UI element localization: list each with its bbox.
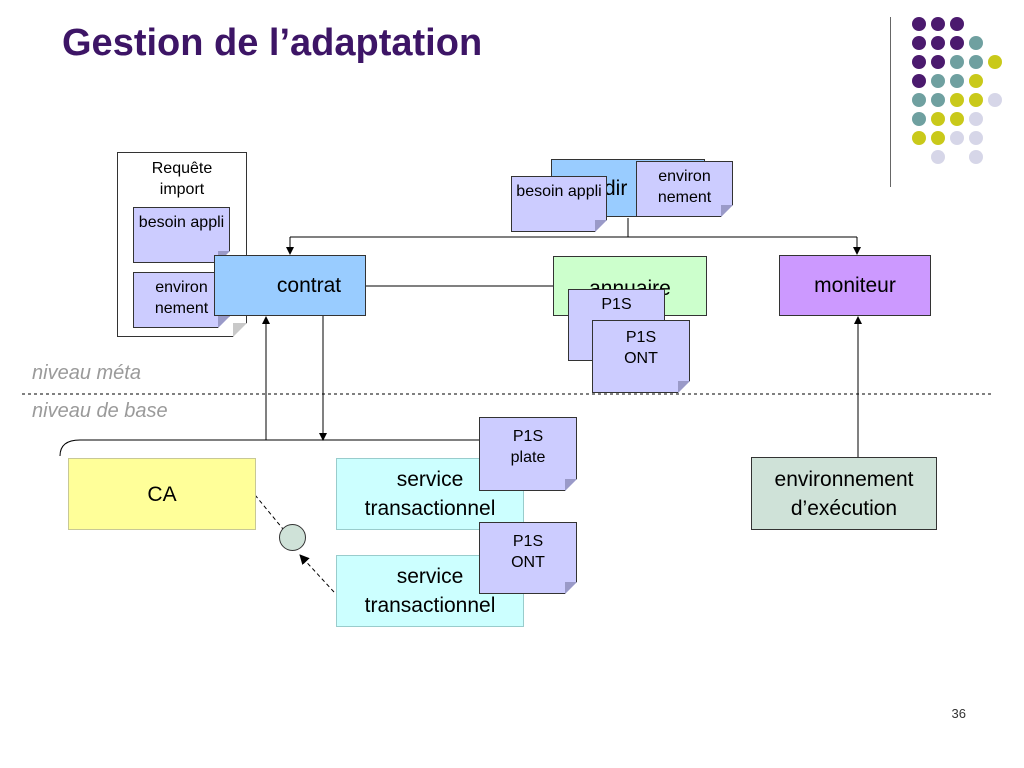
dot bbox=[969, 36, 983, 50]
dot bbox=[988, 55, 1002, 69]
dot bbox=[969, 55, 983, 69]
ca-box: CA bbox=[68, 458, 256, 530]
level-meta-label: niveau méta bbox=[32, 362, 141, 384]
dot bbox=[950, 131, 964, 145]
dot bbox=[931, 74, 945, 88]
dot bbox=[969, 131, 983, 145]
top-box-label: dir bbox=[604, 176, 628, 200]
top-note-environ: environ nement bbox=[636, 161, 733, 217]
dot bbox=[912, 112, 926, 126]
dot bbox=[912, 17, 926, 31]
dot bbox=[969, 74, 983, 88]
dot bbox=[931, 93, 945, 107]
service-2-label: service transactionnel bbox=[364, 565, 496, 617]
level-base-label: niveau de base bbox=[32, 400, 168, 422]
dot bbox=[950, 55, 964, 69]
dot bbox=[912, 55, 926, 69]
dot bbox=[912, 131, 926, 145]
dot bbox=[950, 112, 964, 126]
dot bbox=[931, 55, 945, 69]
ca-label: CA bbox=[147, 482, 177, 506]
dot bbox=[950, 36, 964, 50]
dot bbox=[988, 93, 1002, 107]
annuaire-note-p1s-ont: P1S ONT bbox=[592, 320, 690, 393]
dot bbox=[950, 93, 964, 107]
title-divider-line bbox=[890, 17, 891, 187]
dot bbox=[912, 74, 926, 88]
page-number: 36 bbox=[951, 706, 966, 721]
dot bbox=[969, 93, 983, 107]
moniteur-label: moniteur bbox=[814, 274, 896, 297]
contrat-label: contrat bbox=[276, 274, 342, 297]
dot bbox=[931, 112, 945, 126]
request-note-besoin: besoin appli bbox=[133, 207, 230, 263]
dot bbox=[969, 112, 983, 126]
dot bbox=[950, 17, 964, 31]
dot bbox=[912, 93, 926, 107]
dot bbox=[950, 74, 964, 88]
env-exec-label: environnement d’exécution bbox=[774, 467, 914, 520]
decorative-dot-grid bbox=[900, 15, 1010, 165]
request-title: Requête import bbox=[151, 160, 213, 198]
connector-circle bbox=[279, 524, 306, 551]
dot bbox=[931, 17, 945, 31]
request-note-environ: environ nement bbox=[133, 272, 230, 328]
service-note-p1s-ont: P1S ONT bbox=[479, 522, 577, 594]
dot bbox=[912, 36, 926, 50]
contrat-box: contrat bbox=[214, 255, 366, 316]
service-box-2: service transactionnel bbox=[336, 555, 524, 627]
dot bbox=[931, 36, 945, 50]
service-1-label: service transactionnel bbox=[364, 468, 496, 520]
service-note-p1s-plate: P1S plate bbox=[479, 417, 577, 491]
dot bbox=[931, 150, 945, 164]
env-exec-box: environnement d’exécution bbox=[751, 457, 937, 530]
top-note-besoin: besoin appli bbox=[511, 176, 607, 232]
slide-title: Gestion de l’adaptation bbox=[62, 22, 483, 64]
dot bbox=[969, 150, 983, 164]
dot bbox=[931, 131, 945, 145]
moniteur-box: moniteur bbox=[779, 255, 931, 316]
